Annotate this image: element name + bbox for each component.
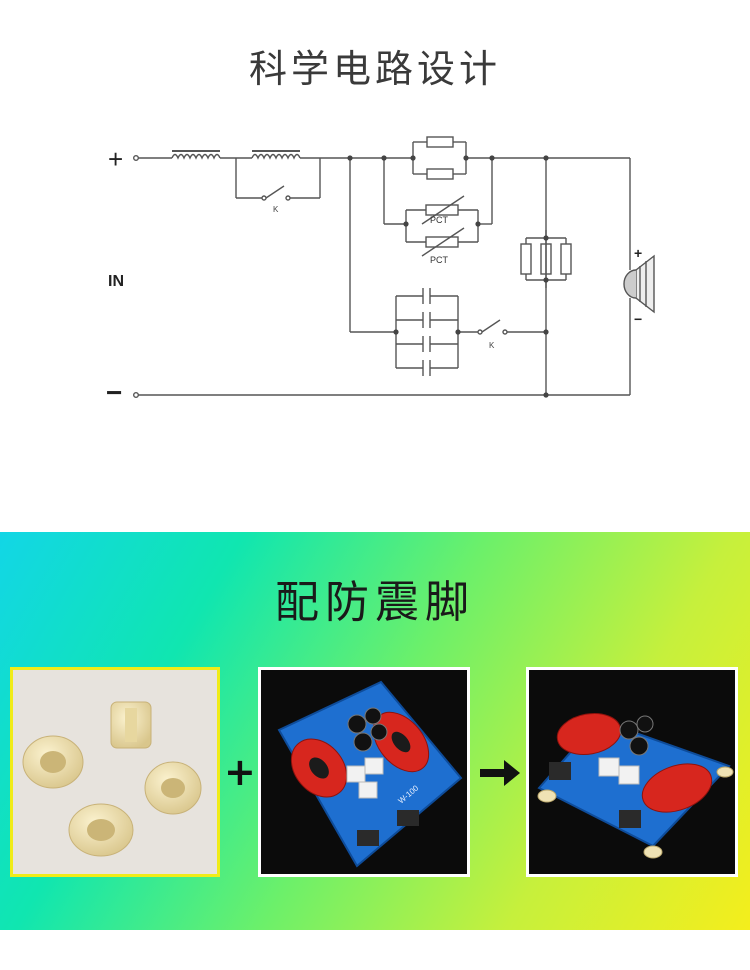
- inductor-coil-left: [290, 738, 348, 798]
- terminal-blocks: [357, 810, 419, 846]
- input-plus-label: +: [108, 144, 123, 174]
- rubber-foot-2: [110, 701, 152, 749]
- resistor-5: [560, 243, 572, 275]
- capacitors: [347, 707, 388, 752]
- resistor-4: [540, 243, 552, 275]
- input-plus-terminal: [132, 155, 139, 162]
- inductor-1: [171, 153, 221, 160]
- feet-photo: [10, 667, 220, 877]
- rubber-foot-1: [22, 735, 84, 789]
- resistor-2: [426, 168, 454, 180]
- switch-k-2: [481, 319, 501, 333]
- switch-label-1: K: [273, 205, 279, 214]
- speaker-minus-label: −: [634, 311, 642, 327]
- inductor-coil-right: [641, 763, 713, 813]
- pct-label-1: PCT: [430, 215, 449, 225]
- circuit-section: 科学电路设计: [106, 47, 655, 408]
- resistors: [598, 757, 640, 785]
- switch-label-2: K: [489, 341, 495, 350]
- input-minus-terminal: [132, 392, 139, 399]
- speaker-icon: [623, 254, 655, 314]
- switch-k-1: [265, 185, 285, 199]
- circuit-title: 科学电路设计: [248, 47, 501, 91]
- assembled-board-photo: [526, 667, 738, 877]
- pct-label-2: PCT: [430, 255, 449, 265]
- resistor-3: [520, 243, 532, 275]
- resistor-1: [426, 136, 454, 148]
- shock-feet: [537, 766, 734, 859]
- capacitors: [619, 715, 654, 756]
- accessory-section: 配防震脚: [0, 532, 750, 930]
- capacitor-bank: [396, 288, 458, 376]
- inductor-2: [251, 153, 301, 160]
- resistors: [346, 757, 384, 799]
- plus-sign: +: [224, 750, 256, 794]
- rubber-foot-3: [68, 803, 134, 857]
- input-minus-label: −: [106, 377, 122, 408]
- input-label: IN: [108, 273, 124, 290]
- rubber-foot-4: [144, 761, 202, 815]
- footer-spacer: [0, 930, 750, 970]
- terminal-blocks: [549, 762, 641, 828]
- crossover-schematic: + − IN K K PCT PCT + −: [106, 136, 655, 408]
- speaker-plus-label: +: [634, 245, 642, 261]
- accessory-title: 配防震脚: [275, 577, 475, 628]
- arrow-right-icon: [480, 760, 520, 786]
- crossover-board-photo: W-100: [258, 667, 470, 877]
